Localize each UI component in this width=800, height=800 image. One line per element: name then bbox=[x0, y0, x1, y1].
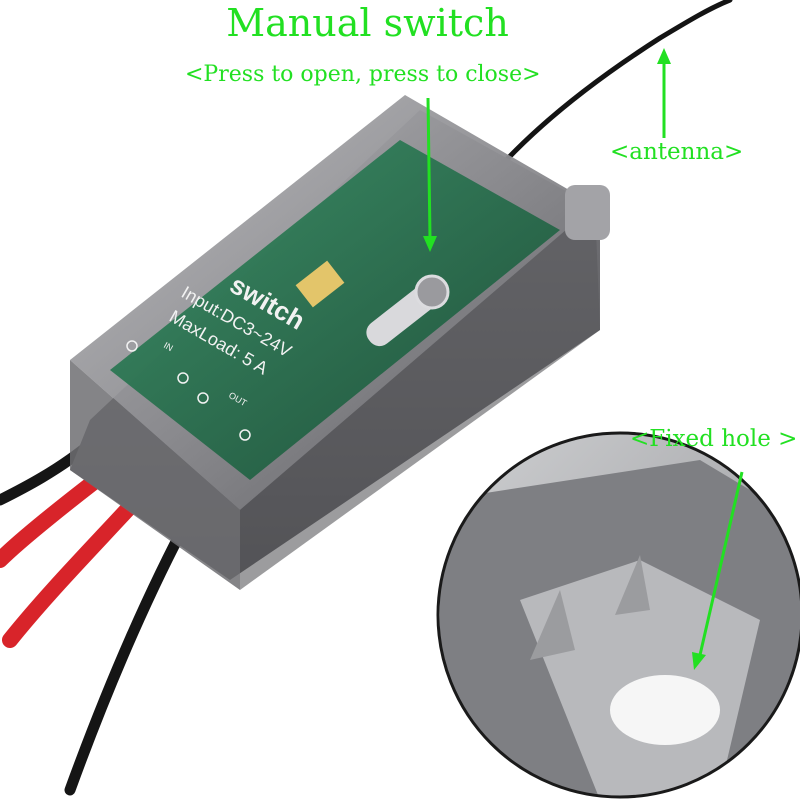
zoom-inset bbox=[436, 431, 800, 799]
manual-switch-title: Manual switch bbox=[226, 1, 509, 45]
manual-switch-button bbox=[414, 274, 450, 310]
switch-housing: switch Input:DC3~24V MaxLoad: 5 A IN OUT bbox=[70, 95, 610, 590]
antenna-label: <antenna> bbox=[610, 139, 744, 165]
antenna-wire bbox=[487, 0, 733, 181]
fixed-hole bbox=[610, 675, 720, 745]
fixed-hole-label: <Fixed hole > bbox=[630, 426, 798, 452]
black-wire bbox=[64, 509, 196, 796]
annotation-arrows bbox=[423, 48, 744, 670]
manual-switch-caption: <Press to open, press to close> bbox=[185, 62, 541, 87]
switch-arrow bbox=[426, 97, 432, 239]
hole-arrow bbox=[698, 471, 744, 656]
in-marking: IN bbox=[162, 340, 175, 353]
